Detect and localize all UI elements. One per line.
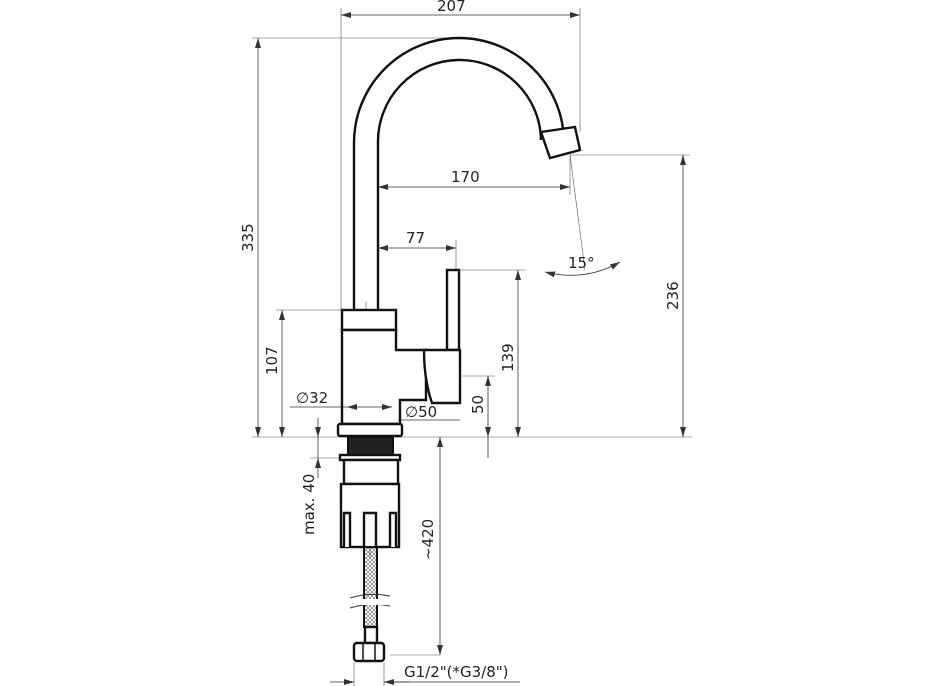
dim-spout-angle: 15° <box>568 254 595 272</box>
dim-spout-outlet-height: 236 <box>664 281 682 310</box>
hose-fitting <box>363 625 379 645</box>
spout-outlet <box>539 125 582 160</box>
lever <box>445 268 461 352</box>
dim-body-diameter: ∅32 <box>296 389 328 407</box>
thread-rod <box>347 436 394 456</box>
spout <box>352 36 566 312</box>
faucet-outline <box>336 36 582 663</box>
dim-spout-reach: 170 <box>451 168 480 186</box>
dim-lever-offset: 77 <box>406 229 425 247</box>
dim-overall-width: 207 <box>437 0 466 15</box>
dim-overall-height: 335 <box>239 223 257 252</box>
dimension-labels: 207 335 170 77 15° 236 139 107 ∅32 ∅50 5… <box>239 0 682 681</box>
handle-cartridge <box>422 348 462 405</box>
hose-nut <box>352 641 386 663</box>
dim-handle-axis-height: 50 <box>469 395 487 414</box>
nut-collar <box>342 458 400 486</box>
hose <box>363 546 378 628</box>
dim-base-diameter: ∅50 <box>405 403 437 421</box>
dim-max-deck-thickness: max. 40 <box>300 474 318 535</box>
dim-hose-length: ~420 <box>419 519 437 560</box>
base-plate <box>336 422 404 438</box>
dimension-lines <box>255 12 686 685</box>
body-collar <box>340 308 398 332</box>
dim-lever-height: 139 <box>499 343 517 372</box>
dim-connection-thread: G1/2"(*G3/8") <box>404 663 509 681</box>
dim-body-height: 107 <box>263 346 281 375</box>
